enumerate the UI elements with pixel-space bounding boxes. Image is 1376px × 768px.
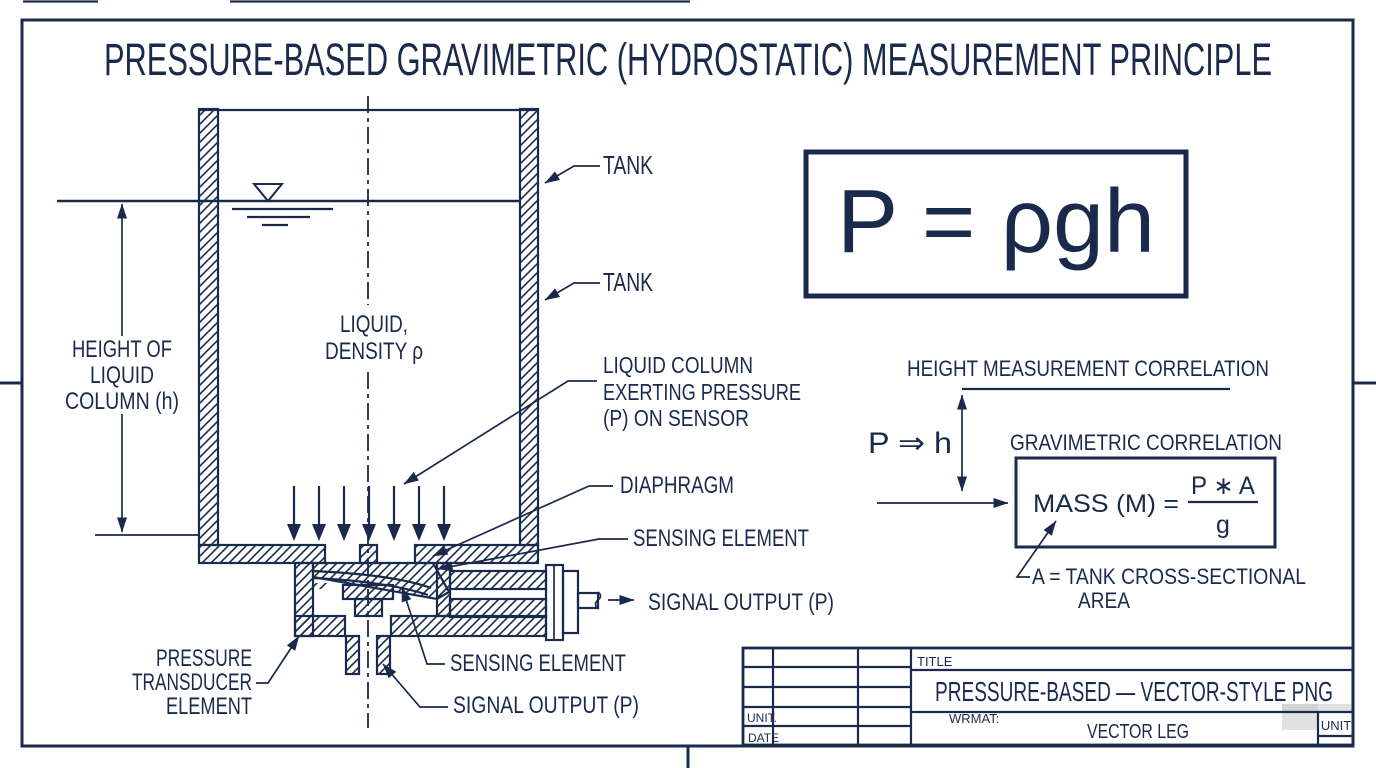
water-level-icon	[251, 183, 285, 203]
housing-bottom-left	[293, 614, 347, 638]
signal-right-label: SIGNAL OUTPUT (P)	[648, 589, 834, 616]
signal-lower-label: SIGNAL OUTPUT (P)	[453, 692, 639, 719]
title-block-format-label: WRMAT:	[949, 711, 999, 726]
liquid-label-line1: LIQUID,	[340, 311, 408, 338]
pressure-arrow	[362, 486, 376, 541]
liquid-label-line2: DENSITY ρ	[325, 338, 423, 365]
correlation-section: HEIGHT MEASUREMENT CORRELATION P ⇒ h GRA…	[868, 356, 1306, 613]
transducer-label-line3: ELEMENT	[166, 693, 252, 720]
title-block-unit-box-label: UNIT	[1321, 718, 1351, 733]
signal-lower-leader	[382, 663, 448, 708]
tank-bottom-left	[197, 543, 327, 565]
tank-upper-label: TANK	[603, 150, 653, 180]
pipe-break-mark	[594, 591, 602, 610]
p-to-h-text: P ⇒ h	[868, 427, 952, 460]
drawing-title: PRESSURE-BASED GRAVIMETRIC (HYDROSTATIC)…	[104, 34, 1272, 85]
diaphragm-lower-line	[312, 576, 429, 597]
mass-formula-denominator: g	[1216, 511, 1230, 539]
tank-section: HEIGHT OF LIQUID COLUMN (h) LIQUID, DENS…	[57, 96, 540, 728]
diaphragm-seat-right	[410, 585, 426, 591]
mass-formula-lhs: MASS (M) =	[1033, 490, 1179, 518]
liquid-column-label-line3: (P) ON SENSOR	[603, 405, 749, 431]
fitting-flange-2	[561, 569, 580, 635]
area-note-line1: A = TANK CROSS-SECTIONAL	[1032, 564, 1306, 589]
sensing-lower-leader	[401, 586, 445, 665]
transducer-label-line2: TRANSDUCER	[132, 669, 252, 696]
pressure-arrows	[287, 486, 451, 541]
port-tube-wall-right	[375, 634, 392, 676]
area-note-leader	[1015, 520, 1057, 578]
title-block-border	[741, 646, 1355, 747]
sensing-element-block	[341, 583, 395, 601]
tank-wall-left	[197, 107, 220, 547]
formula-border	[803, 149, 1189, 299]
port-tube-wall-left	[344, 634, 361, 676]
formula-text: P = ρgh	[837, 172, 1155, 272]
diaphragm-seat-left	[313, 583, 327, 589]
height-label-line1: HEIGHT OF	[72, 336, 172, 363]
gravimetric-correlation-title: GRAVIMETRIC CORRELATION	[1010, 430, 1282, 455]
pressure-arrow	[287, 486, 301, 541]
diaphragm-label: DIAPHRAGM	[620, 472, 734, 499]
title-block-doc-title: PRESSURE-BASED — VECTOR-STYLE PNG	[935, 676, 1333, 707]
sensing-lower-label: SENSING ELEMENT	[450, 650, 626, 677]
transducer-assembly	[293, 561, 602, 676]
area-note-line2: AREA	[1078, 588, 1130, 613]
tank-upper-leader	[544, 165, 600, 184]
callouts: TANK TANK LIQUID COLUMN EXERTING PRESSUR…	[132, 150, 834, 720]
transducer-leader	[256, 635, 300, 684]
pressure-arrow	[312, 486, 326, 541]
height-correlation-title: HEIGHT MEASUREMENT CORRELATION	[907, 356, 1269, 381]
liquid-column-leader	[403, 380, 597, 485]
scan-artifact	[1282, 704, 1318, 730]
sensing-upper-label: SENSING ELEMENT	[633, 525, 809, 552]
tank-lower-leader	[544, 282, 600, 301]
liquid-column-label-line2: EXERTING PRESSURE	[603, 379, 801, 405]
mass-formula-border	[1014, 456, 1277, 549]
mass-formula-numerator: P ∗ A	[1191, 472, 1255, 500]
pressure-arrow	[387, 486, 401, 541]
tank-wall-right	[518, 107, 540, 547]
formula-box: P = ρgh	[803, 149, 1189, 299]
title-block-format-value: VECTOR LEG	[1087, 721, 1189, 743]
height-dimension: HEIGHT OF LIQUID COLUMN (h)	[65, 203, 200, 536]
title-block: TITLE PRESSURE-BASED — VECTOR-STYLE PNG …	[741, 646, 1355, 747]
title-block-date-row-label: DATE	[748, 731, 779, 745]
tank-lower-label: TANK	[603, 267, 653, 297]
height-label-line3: COLUMN (h)	[65, 388, 179, 415]
height-label-line2: LIQUID	[90, 362, 154, 389]
sensing-element-stem	[353, 597, 384, 618]
sensing-upper-leader	[437, 538, 628, 572]
title-block-title-label: TITLE	[917, 654, 953, 669]
pressure-arrow	[337, 486, 351, 541]
pressure-arrow	[412, 486, 426, 541]
pressure-arrow	[437, 486, 451, 541]
liquid-column-label-line1: LIQUID COLUMN	[603, 352, 753, 378]
chamber-right-divider	[435, 561, 452, 618]
title-block-unit-row-label: UNIT.	[747, 711, 777, 725]
fitting-bottom-band	[448, 597, 548, 619]
diaphragm-upper-line	[312, 569, 432, 590]
transducer-label-line1: PRESSURE	[156, 645, 252, 672]
tank-bottom-center-post	[358, 543, 379, 565]
diaphragm-leader	[432, 485, 613, 557]
fitting-top-band	[448, 569, 548, 591]
